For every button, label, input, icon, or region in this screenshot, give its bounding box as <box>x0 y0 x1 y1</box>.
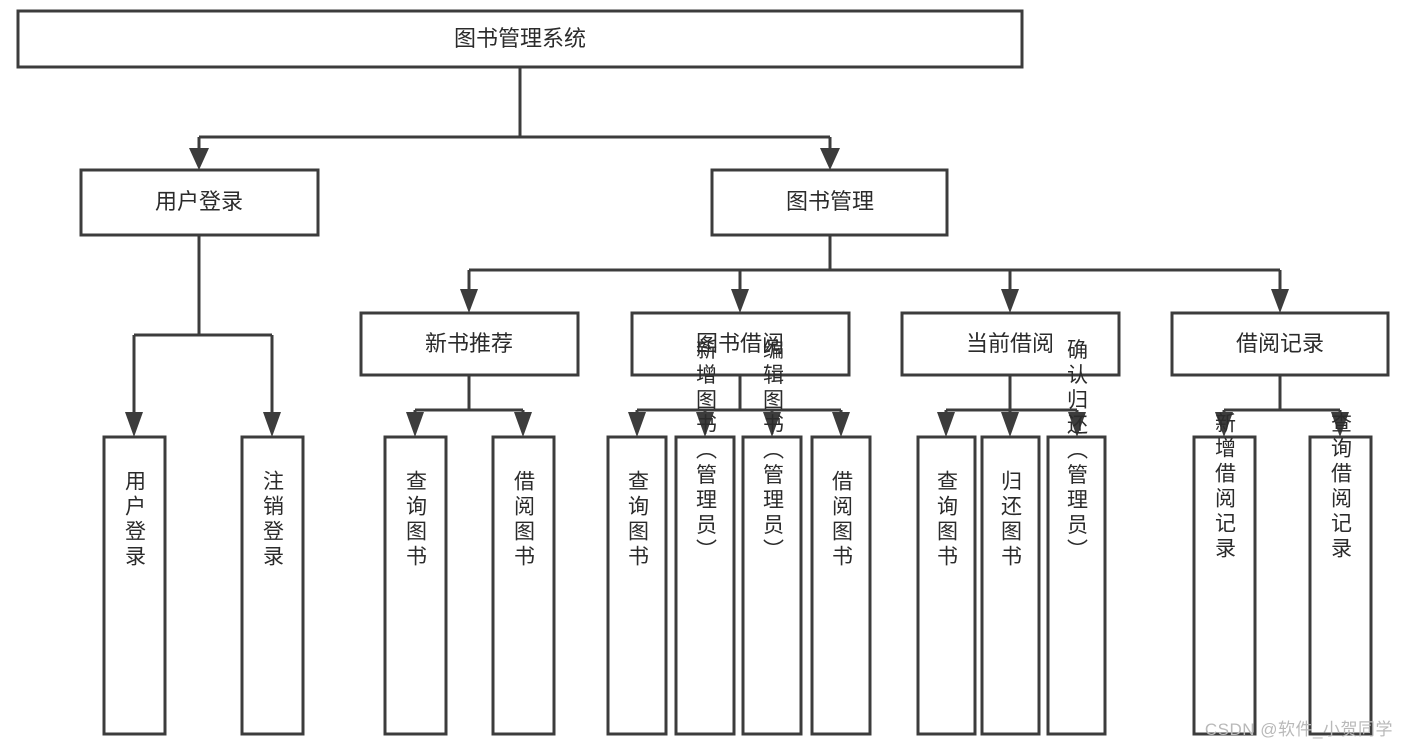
node-leaf4[interactable]: 借阅图书 <box>491 435 556 736</box>
node-leaf10[interactable]: 归还图书 <box>980 435 1041 736</box>
node-newbook-label: 新书推荐 <box>425 331 513 356</box>
node-leaf4-label: 借阅图书 <box>512 470 536 570</box>
arrow-head-icon-leaf12 <box>1215 412 1233 437</box>
node-leaf9-box[interactable] <box>916 435 977 736</box>
node-leaf8[interactable]: 借阅图书 <box>810 435 872 736</box>
node-records-box[interactable] <box>1170 311 1390 377</box>
node-leaf5-box[interactable] <box>606 435 668 736</box>
node-leaf12-label: 新增借阅记录 <box>1213 412 1237 562</box>
connector-group-root-to-level1 <box>189 67 840 170</box>
node-leaf8-label: 借阅图书 <box>830 470 854 570</box>
node-leaf11-label: 确认归还（管理员） <box>1065 339 1089 564</box>
node-root-label: 图书管理系统 <box>454 26 586 51</box>
node-login[interactable]: 用户登录 <box>79 168 320 237</box>
node-leaf13[interactable]: 查询借阅记录 <box>1308 412 1373 736</box>
node-current-box[interactable] <box>900 311 1121 377</box>
node-leaf1-box[interactable] <box>102 435 167 736</box>
node-leaf2[interactable]: 注销登录 <box>240 435 305 736</box>
node-leaf10-box[interactable] <box>980 435 1041 736</box>
node-login-label: 用户登录 <box>155 189 243 214</box>
connector-group-newbook-to-leaves <box>406 375 532 437</box>
node-newbook-box[interactable] <box>359 311 580 377</box>
node-leaf9[interactable]: 查询图书 <box>916 435 977 736</box>
node-newbook[interactable]: 新书推荐 <box>359 311 580 377</box>
arrow-head-icon-leaf13 <box>1331 412 1349 437</box>
node-borrow-label: 图书借阅 <box>696 331 784 356</box>
connector-group-borrow-to-leaves <box>628 375 850 437</box>
node-leaf6-box[interactable] <box>674 435 736 736</box>
arrow-head-icon-leaf1 <box>125 412 143 437</box>
node-leaf10-label: 归还图书 <box>999 470 1023 570</box>
arrow-head-icon-leaf7 <box>763 412 781 437</box>
node-leaf12-box[interactable] <box>1192 435 1257 736</box>
node-records[interactable]: 借阅记录 <box>1170 311 1390 377</box>
node-leaf11[interactable]: 确认归还（管理员） <box>1046 339 1107 736</box>
node-leaf3-box[interactable] <box>383 435 448 736</box>
arrow-head-icon-newbook <box>460 289 478 313</box>
arrow-head-icon-leaf9 <box>937 412 955 437</box>
node-leaf6[interactable]: 新增图书（管理员） <box>674 339 736 736</box>
arrow-head-icon-leaf6 <box>696 412 714 437</box>
connector-group-bookmgmt-to-level2 <box>460 235 1289 313</box>
node-leaf12[interactable]: 新增借阅记录 <box>1192 412 1257 736</box>
node-leaf5-label: 查询图书 <box>626 470 650 570</box>
node-leaf8-box[interactable] <box>810 435 872 736</box>
arrow-head-icon-borrow <box>731 289 749 313</box>
node-leaf7[interactable]: 编辑图书（管理员） <box>741 339 803 736</box>
node-bookmgmt-label: 图书管理 <box>786 189 874 214</box>
node-leaf2-box[interactable] <box>240 435 305 736</box>
connector-group-login-to-leaves <box>125 235 281 437</box>
node-leaf1-label: 用户登录 <box>123 470 147 570</box>
node-borrow-box[interactable] <box>630 311 851 377</box>
arrow-head-icon-bookmgmt <box>820 148 840 170</box>
arrow-head-icon-login <box>189 148 209 170</box>
arrow-head-icon-leaf3 <box>406 412 424 437</box>
connector-group-records-to-leaves <box>1215 375 1349 437</box>
node-leaf5[interactable]: 查询图书 <box>606 435 668 736</box>
connector-group-current-to-leaves <box>937 375 1086 437</box>
node-leaf9-label: 查询图书 <box>935 470 959 570</box>
node-leaf7-label: 编辑图书（管理员） <box>761 339 785 564</box>
node-leaf11-box[interactable] <box>1046 435 1107 736</box>
node-leaf1[interactable]: 用户登录 <box>102 435 167 736</box>
node-records-label: 借阅记录 <box>1236 331 1324 356</box>
arrow-head-icon-leaf10 <box>1001 412 1019 437</box>
node-current-label: 当前借阅 <box>966 331 1054 356</box>
arrow-head-icon-current <box>1001 289 1019 313</box>
arrow-head-icon-records <box>1271 289 1289 313</box>
node-bookmgmt[interactable]: 图书管理 <box>710 168 949 237</box>
arrow-head-icon-leaf11 <box>1068 412 1086 437</box>
node-bookmgmt-box[interactable] <box>710 168 949 237</box>
node-leaf6-label: 新增图书（管理员） <box>694 339 718 564</box>
node-leaf7-box[interactable] <box>741 435 803 736</box>
watermark-text: CSDN @软件_小贺同学 <box>1204 720 1393 739</box>
node-leaf13-label: 查询借阅记录 <box>1329 412 1353 562</box>
node-root-box[interactable] <box>16 9 1024 69</box>
node-leaf3-label: 查询图书 <box>404 470 428 570</box>
arrow-head-icon-leaf5 <box>628 412 646 437</box>
node-current[interactable]: 当前借阅 <box>900 311 1121 377</box>
arrow-head-icon-leaf2 <box>263 412 281 437</box>
node-leaf3[interactable]: 查询图书 <box>383 435 448 736</box>
node-leaf2-label: 注销登录 <box>261 470 285 570</box>
node-leaf13-box[interactable] <box>1308 435 1373 736</box>
node-borrow[interactable]: 图书借阅 <box>630 311 851 377</box>
node-login-box[interactable] <box>79 168 320 237</box>
node-root[interactable]: 图书管理系统 <box>16 9 1024 69</box>
arrow-head-icon-leaf8 <box>832 412 850 437</box>
arrow-head-icon-leaf4 <box>514 412 532 437</box>
node-leaf4-box[interactable] <box>491 435 556 736</box>
